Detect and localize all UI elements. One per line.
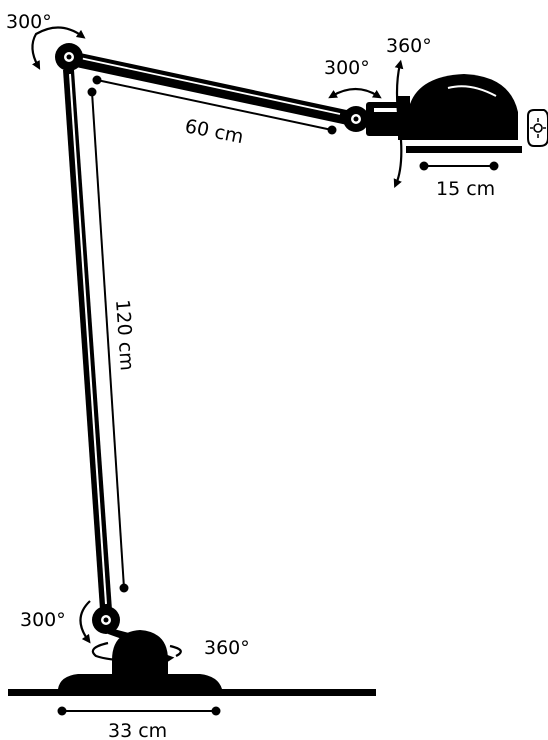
top-rotation-arrow	[31, 26, 86, 70]
head-swivel-label: 360°	[386, 35, 432, 57]
top-left-rotation-label: 300°	[6, 11, 52, 33]
lower-arm-dimension	[91, 91, 125, 589]
base-rotation-label: 300°	[20, 609, 66, 631]
head-rotation-arrow	[328, 87, 382, 99]
upper-arm-length-label: 60 cm	[183, 115, 245, 148]
shade-width-label: 15 cm	[436, 178, 495, 200]
lamp-shade	[410, 74, 518, 140]
lower-arm-length-label: 120 cm	[111, 299, 138, 372]
light-bulb-icon	[527, 109, 548, 147]
base-swivel-arrow	[91, 641, 175, 663]
lamp-base	[58, 674, 222, 689]
base-width-label: 33 cm	[108, 720, 167, 740]
head-rotation-label: 300°	[324, 57, 370, 79]
base-dome	[112, 630, 168, 676]
floor-line	[8, 689, 376, 696]
upper-arm	[62, 50, 356, 126]
upper-arm-dimension	[96, 79, 333, 131]
base-rotation-arrow	[79, 600, 91, 644]
base-swivel-label: 360°	[204, 637, 250, 659]
head-swivel-arrow	[393, 59, 404, 189]
